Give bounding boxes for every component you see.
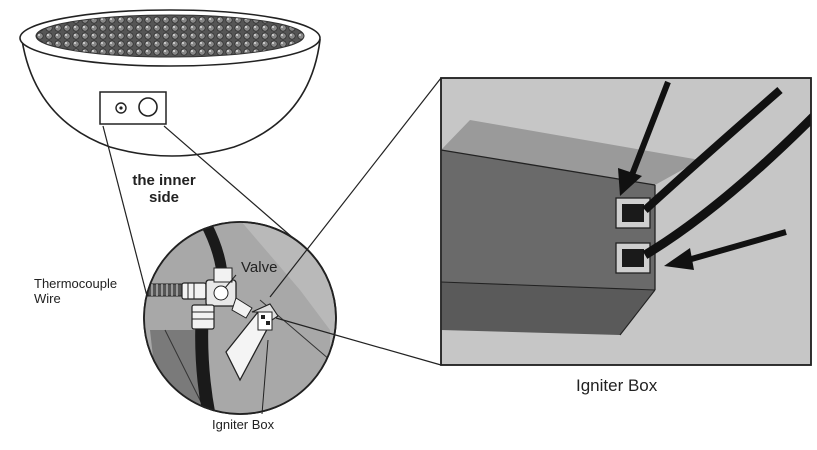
igniter-box-bottom bbox=[441, 282, 655, 335]
igniter-box-front bbox=[441, 150, 655, 290]
valve-pointer bbox=[224, 274, 237, 289]
igniter-box-label-small: Igniter Box bbox=[212, 417, 275, 432]
bowl-body bbox=[21, 39, 321, 157]
control-knob bbox=[138, 97, 158, 117]
igniter-small-pointer bbox=[261, 339, 269, 415]
arrow-top bbox=[618, 80, 671, 196]
valve-assembly bbox=[181, 267, 253, 330]
wire-bottom bbox=[642, 112, 811, 259]
fire-bowl bbox=[19, 9, 321, 157]
thermocouple-wire-label: Thermocouple Wire bbox=[34, 276, 118, 306]
igniter-box-closeup bbox=[440, 77, 812, 366]
igniter-box-label-large: Igniter Box bbox=[576, 376, 658, 395]
lava-rocks bbox=[35, 14, 305, 58]
wire-top bbox=[642, 86, 783, 213]
inner-side-label: the inner side bbox=[132, 172, 196, 207]
callout-line-right bbox=[163, 125, 301, 245]
arrow-bottom bbox=[664, 229, 787, 270]
callout-line-left bbox=[102, 125, 149, 301]
zoom-line-bottom bbox=[275, 317, 442, 366]
igniter-box-small bbox=[225, 303, 279, 382]
magnified-circle bbox=[143, 221, 337, 415]
thermocouple-coil bbox=[147, 283, 185, 297]
zoom-line-top bbox=[269, 77, 442, 298]
valve-label: Valve bbox=[241, 259, 278, 276]
